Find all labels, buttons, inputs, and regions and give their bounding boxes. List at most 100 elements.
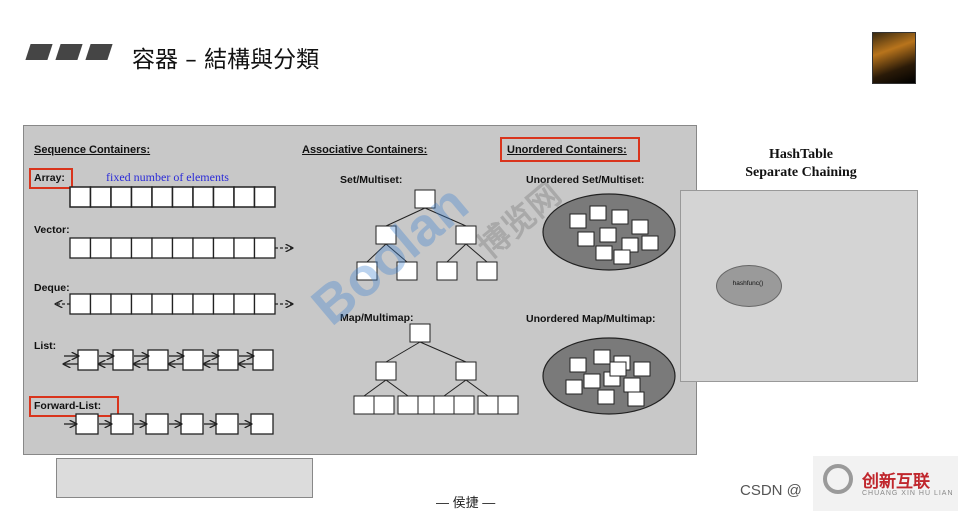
list-label: List: — [34, 340, 57, 352]
vector-cell — [151, 237, 174, 259]
array-label: Array: — [34, 172, 65, 184]
tree-node — [353, 395, 375, 415]
deque-cell — [212, 293, 235, 315]
tree-edge — [385, 341, 421, 363]
unordered-containers-heading: Unordered Containers: — [507, 144, 627, 156]
deque-cell — [151, 293, 174, 315]
list-node — [112, 349, 134, 371]
tree-edge — [443, 379, 467, 397]
vector-cell — [171, 237, 194, 259]
tree-node — [436, 261, 458, 281]
list-node — [147, 349, 169, 371]
array-note: fixed number of elements — [106, 170, 229, 184]
deque-cell — [192, 293, 215, 315]
forward-list-label: Forward-List: — [34, 400, 102, 412]
unordered-map-element — [565, 379, 583, 395]
tree-node — [433, 395, 455, 415]
hashfunc-ellipse — [716, 265, 782, 307]
unordered-set-label: Unordered Set/Multiset: — [526, 174, 645, 186]
hashtable-title: HashTable Separate Chaining — [726, 146, 876, 182]
unordered-heading-highlight — [500, 137, 640, 162]
unordered-map-element — [633, 361, 651, 377]
vector-cell — [69, 237, 92, 259]
slide-title: 容器 – 結構與分類 — [132, 47, 320, 73]
deque-cell — [233, 293, 256, 315]
vector-cell — [89, 237, 112, 259]
tree-edge — [424, 207, 467, 227]
forward-list-node — [110, 413, 134, 435]
unordered-set-element — [611, 209, 629, 225]
forward-list-node — [75, 413, 99, 435]
unordered-map-element — [627, 391, 645, 407]
forward-list-thumbnail — [56, 458, 313, 498]
deque-cell — [69, 293, 92, 315]
tree-node — [477, 395, 499, 415]
list-node — [217, 349, 239, 371]
unordered-map-element — [623, 377, 641, 393]
vector-cell — [212, 237, 235, 259]
vector-label: Vector: — [34, 224, 70, 236]
unordered-map-element — [583, 373, 601, 389]
tree-node — [375, 361, 397, 381]
unordered-map-element — [597, 389, 615, 405]
unordered-map-label: Unordered Map/Multimap: — [526, 313, 656, 325]
tree-node — [397, 395, 419, 415]
chuangxin-logo-icon — [823, 464, 853, 494]
tree-edge — [385, 379, 409, 397]
set-multiset-label: Set/Multiset: — [340, 174, 403, 186]
author-caption: — 侯捷 — — [436, 495, 496, 510]
tree-edge — [363, 379, 387, 397]
forward-list-node — [180, 413, 204, 435]
vector-cell — [233, 237, 256, 259]
deque-label: Deque: — [34, 282, 70, 294]
unordered-set-element — [569, 213, 587, 229]
list-node — [77, 349, 99, 371]
unordered-set-element — [589, 205, 607, 221]
chuangxin-logo-subtext: CHUANG XIN HU LIAN — [862, 490, 954, 497]
chuangxin-logo-text: 创新互联 — [862, 472, 930, 491]
list-node — [182, 349, 204, 371]
array-label-highlight — [29, 168, 73, 189]
tree-edge — [366, 243, 387, 263]
vector-cell — [253, 237, 276, 259]
book-cover-image — [872, 32, 916, 84]
unordered-map-element — [593, 349, 611, 365]
deque-cell — [253, 293, 276, 315]
tree-node — [409, 323, 431, 343]
hashtable-title-line1: HashTable — [768, 147, 834, 162]
unordered-set-element — [577, 231, 595, 247]
deque-cell — [171, 293, 194, 315]
hashtable-title-line2: Separate Chaining — [745, 165, 857, 180]
list-node — [252, 349, 274, 371]
unordered-set-element — [595, 245, 613, 261]
unordered-set-element — [641, 235, 659, 251]
map-multimap-label: Map/Multimap: — [340, 312, 414, 324]
tree-edge — [419, 341, 467, 363]
forward-list-label-highlight — [29, 396, 119, 417]
deque-cell — [130, 293, 153, 315]
tree-edge — [385, 243, 408, 263]
sequence-containers-heading: Sequence Containers: — [34, 144, 151, 156]
unordered-map-element — [569, 357, 587, 373]
tree-node — [497, 395, 519, 415]
vector-cell — [130, 237, 153, 259]
tree-edge — [465, 243, 488, 263]
forward-list-node — [250, 413, 274, 435]
tree-node — [373, 395, 395, 415]
vector-cell — [110, 237, 133, 259]
unordered-set-element — [631, 219, 649, 235]
forward-list-node — [215, 413, 239, 435]
associative-containers-heading: Associative Containers: — [302, 144, 428, 156]
array-cell — [253, 186, 276, 208]
csdn-credit: CSDN @ — [740, 482, 802, 499]
unordered-set-element — [613, 249, 631, 265]
unordered-set-element — [599, 227, 617, 243]
tree-edge — [385, 207, 426, 227]
forward-list-node — [145, 413, 169, 435]
unordered-map-element — [609, 361, 627, 377]
tree-edge — [446, 243, 467, 263]
deque-cell — [89, 293, 112, 315]
deque-cell — [110, 293, 133, 315]
tree-node — [455, 361, 477, 381]
